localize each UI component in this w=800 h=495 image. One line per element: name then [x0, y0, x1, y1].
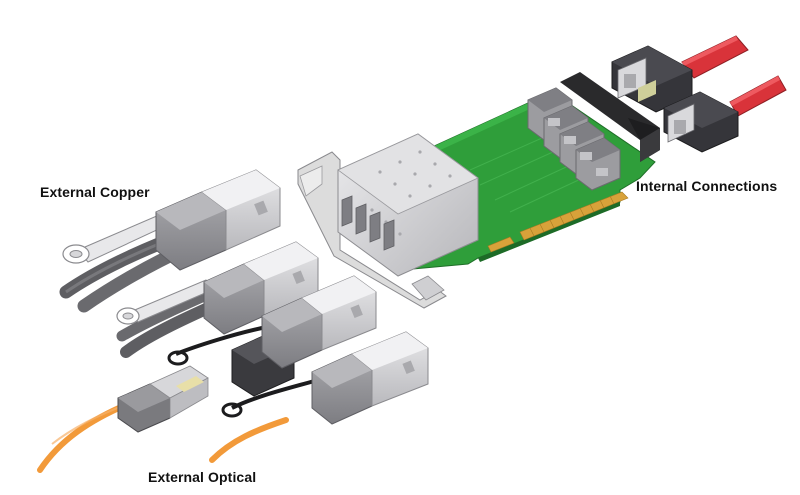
- pull-tab: [62, 211, 175, 264]
- internal-port-block: [527, 72, 660, 191]
- pull-tab: [116, 279, 213, 325]
- internal-red-cable: [729, 75, 787, 117]
- external-optical-cable-1: [37, 275, 377, 473]
- optical-fiber: [37, 401, 131, 473]
- external-copper-cable-1: [59, 169, 281, 313]
- gold-finger-contacts: [487, 191, 629, 253]
- external-optical-label: External Optical: [148, 469, 257, 485]
- pull-cord: [231, 378, 319, 410]
- optical-fiber: [209, 417, 289, 463]
- pci-bracket: [297, 151, 447, 309]
- hba-card: [297, 72, 660, 309]
- external-port-cage: [337, 133, 479, 277]
- internal-cable-connector-2: [663, 75, 787, 153]
- external-copper-cable-2: [116, 241, 319, 358]
- internal-cable-connector-1: [611, 35, 749, 113]
- external-optical-cable-2: [209, 331, 429, 463]
- internal-connections-label: Internal Connections: [636, 178, 778, 194]
- external-copper-label: External Copper: [40, 184, 150, 200]
